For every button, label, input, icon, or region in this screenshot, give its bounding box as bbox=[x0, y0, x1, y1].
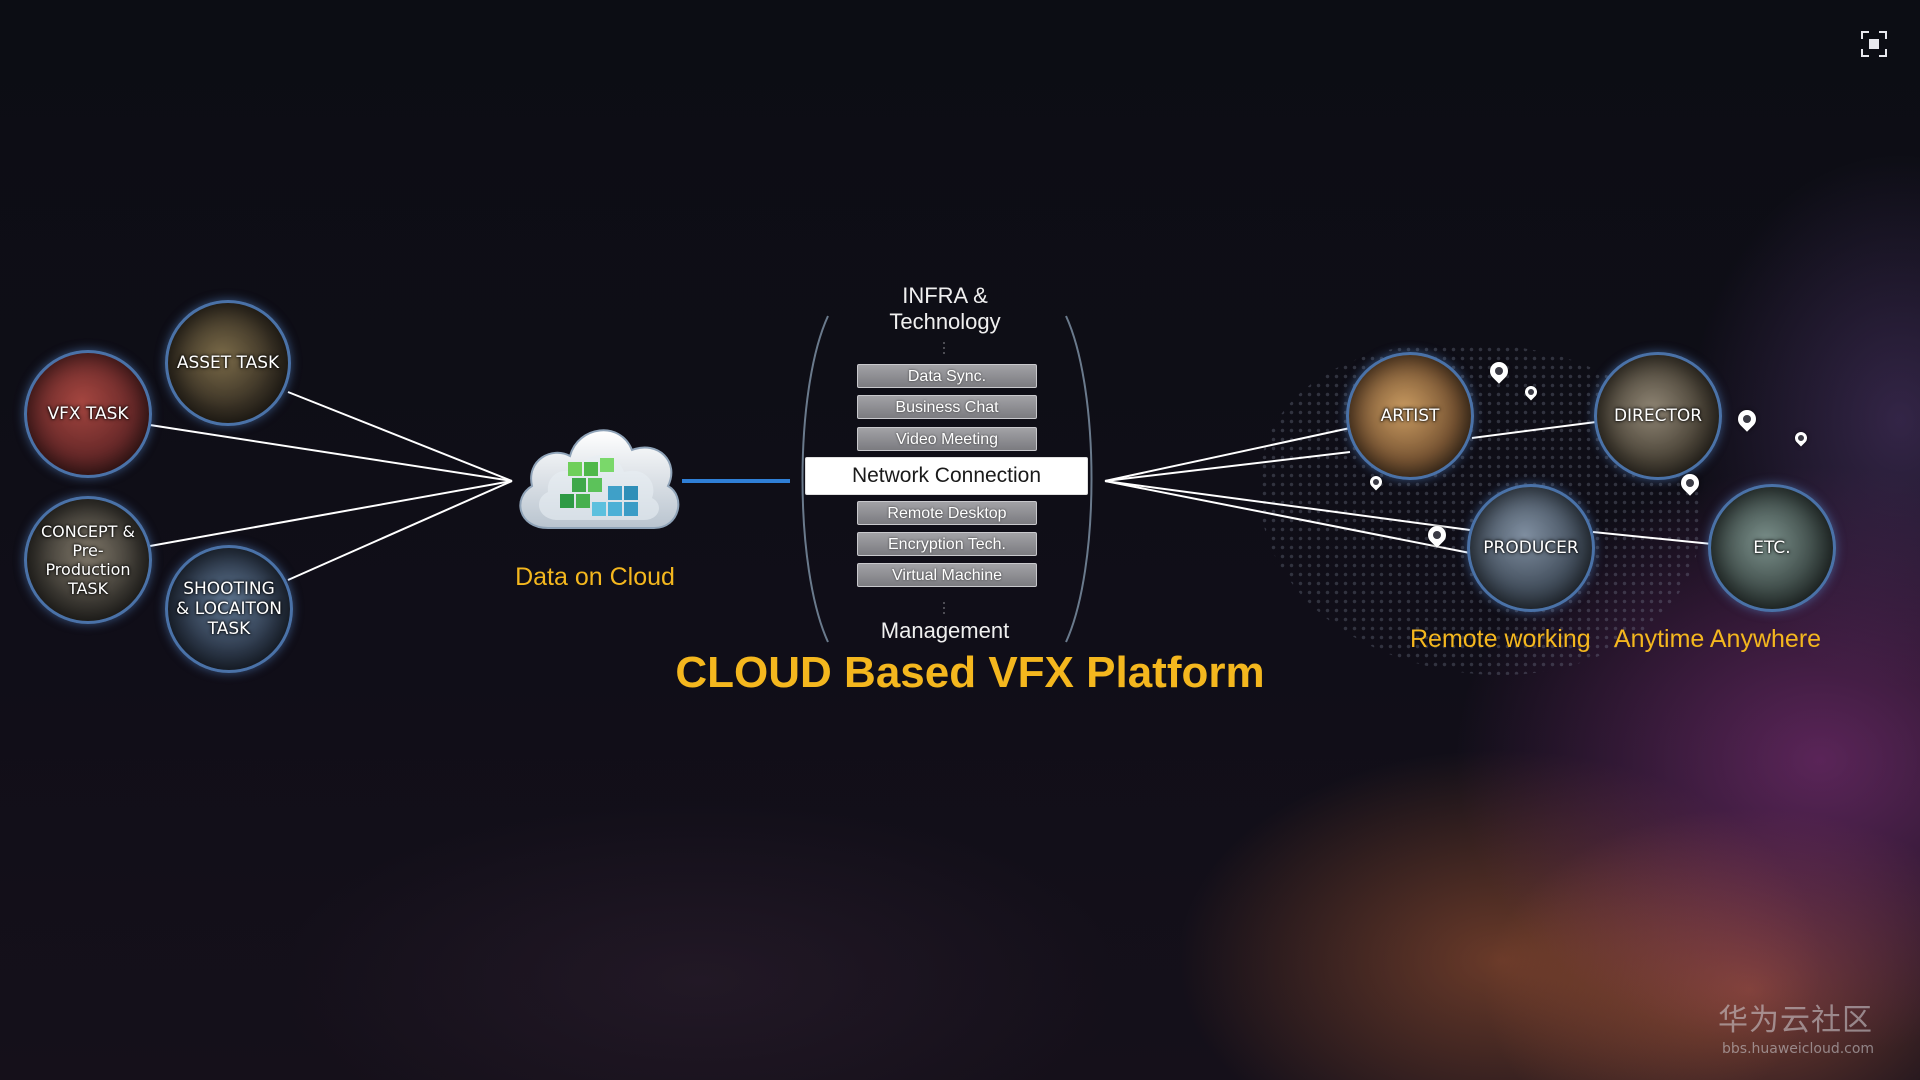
node-label: DIRECTOR bbox=[1613, 406, 1703, 426]
link-asset-cloud bbox=[287, 391, 513, 482]
watermark: 华为云社区 bbs.huaweicloud.com bbox=[1718, 995, 1874, 1057]
link-infra-producer-a bbox=[1104, 480, 1471, 531]
node-concept-task: CONCEPT & Pre-Production TASK bbox=[24, 496, 152, 624]
node-director: DIRECTOR bbox=[1594, 352, 1722, 480]
tech-item-virtual-machine: Virtual Machine bbox=[857, 563, 1037, 587]
watermark-main: 华为云社区 bbox=[1718, 1003, 1873, 1038]
link-infra-producer-b bbox=[1104, 480, 1471, 554]
cloud-label: Data on Cloud bbox=[515, 563, 675, 591]
link-infra-artist-b bbox=[1104, 451, 1351, 482]
node-artist: ARTIST bbox=[1346, 352, 1474, 480]
link-infra-artist-a bbox=[1104, 427, 1351, 482]
remote-working-label: Remote working bbox=[1410, 625, 1591, 653]
tech-item-remote-desktop: Remote Desktop bbox=[857, 501, 1037, 525]
tech-item-encryption-tech: Encryption Tech. bbox=[857, 532, 1037, 556]
node-asset-task: ASSET TASK bbox=[165, 300, 291, 426]
anytime-anywhere-label: Anytime Anywhere bbox=[1614, 625, 1822, 653]
tech-item-network-connection: Network Connection bbox=[805, 457, 1088, 495]
link-vfx-cloud bbox=[149, 424, 513, 482]
tech-item-video-meeting: Video Meeting bbox=[857, 427, 1037, 451]
link-producer-etc bbox=[1592, 531, 1713, 545]
infra-title: INFRA & Technology bbox=[889, 283, 1001, 334]
node-label: ASSET TASK bbox=[176, 353, 280, 373]
link-shoot-cloud bbox=[287, 480, 513, 581]
tech-item-business-chat: Business Chat bbox=[857, 395, 1037, 419]
node-label: SHOOTING & LOCAITON TASK bbox=[176, 579, 282, 639]
watermark-sub: bbs.huaweicloud.com bbox=[1722, 1041, 1875, 1057]
node-label: ETC. bbox=[1753, 538, 1791, 558]
tech-item-data-sync: Data Sync. bbox=[857, 364, 1037, 388]
node-producer: PRODUCER bbox=[1467, 484, 1595, 612]
node-shooting-task: SHOOTING & LOCAITON TASK bbox=[165, 545, 293, 673]
infra-bracket bbox=[801, 315, 1093, 643]
fullscreen-icon bbox=[1861, 31, 1887, 57]
node-vfx-task: VFX TASK bbox=[24, 350, 152, 478]
node-label: ARTIST bbox=[1380, 406, 1440, 426]
node-label: PRODUCER bbox=[1483, 538, 1579, 558]
page-title: CLOUD Based VFX Platform bbox=[675, 648, 1265, 697]
cloud-data-icon bbox=[508, 400, 688, 550]
link-artist-director bbox=[1471, 421, 1597, 439]
fullscreen-button[interactable] bbox=[1860, 30, 1888, 58]
management-label: Management bbox=[880, 618, 1010, 643]
node-etc: ETC. bbox=[1708, 484, 1836, 612]
link-concept-cloud bbox=[149, 480, 513, 547]
node-label: CONCEPT & Pre-Production TASK bbox=[41, 522, 135, 598]
node-label: VFX TASK bbox=[47, 404, 129, 424]
